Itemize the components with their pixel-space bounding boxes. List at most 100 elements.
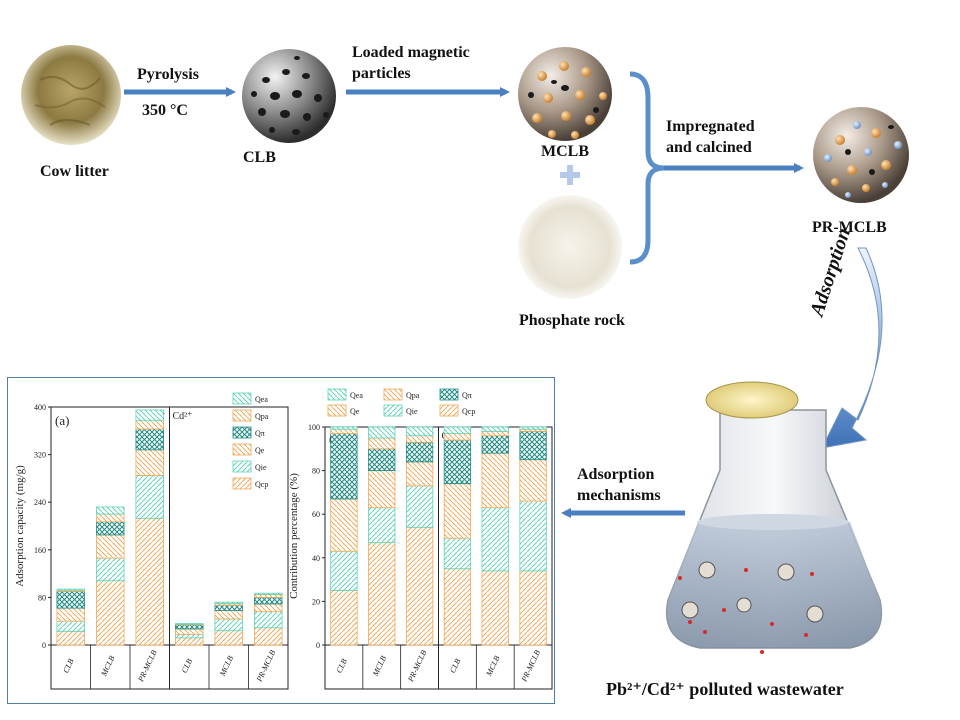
bar-segment (481, 435, 509, 454)
y-tick-label: 80 (312, 467, 320, 476)
bar-segment (481, 452, 509, 509)
bar-segment (56, 588, 85, 591)
bar-segment (96, 534, 125, 559)
bar-segment (519, 570, 547, 646)
bar-segment (443, 483, 472, 539)
legend-swatch (232, 443, 252, 456)
y-axis-label: Adsorption capacity (mg/g) (14, 465, 26, 587)
loaded-label-2: particles (352, 65, 411, 82)
bar-segment (481, 507, 509, 572)
y-tick-label: 240 (34, 498, 46, 507)
pr-mclb-label: PR-MCLB (812, 219, 887, 236)
group-label: Cd²⁺ (173, 411, 193, 422)
category-label: CLB (334, 657, 348, 674)
metal-ions (678, 568, 814, 654)
legend-label: Qe (350, 407, 360, 416)
legend-swatch (327, 404, 347, 417)
category-label: MCLB (217, 654, 235, 678)
category-label: CLB (180, 657, 194, 674)
y-tick-label: 160 (34, 546, 46, 555)
category-label: CLB (61, 657, 75, 674)
bar-segment (368, 426, 396, 439)
y-tick-label: 400 (34, 403, 46, 412)
temperature-label: 350 °C (142, 102, 188, 119)
clb-label: CLB (243, 149, 276, 166)
legend-label: Qie (406, 407, 418, 416)
bar-segment (405, 526, 434, 646)
bar-segment (96, 506, 125, 515)
bar-segment (135, 409, 164, 422)
legend-label: Qcp (255, 480, 268, 489)
legend-swatch (383, 388, 403, 401)
bar-segment (405, 441, 434, 463)
bar-segment (254, 611, 283, 629)
mechanisms-label-2: mechanisms (577, 487, 661, 504)
bar-segment (443, 537, 472, 570)
bar-segment (214, 610, 243, 620)
bar-segment (56, 591, 85, 609)
bar-segment (214, 604, 243, 611)
bar-segment (214, 601, 243, 604)
bar-segment (368, 470, 396, 509)
bar-segment (254, 592, 283, 595)
legend-swatch (232, 477, 252, 490)
bar-segment (443, 568, 472, 646)
bar-segment (135, 475, 164, 519)
legend-label: Qe (255, 446, 265, 455)
pyrolysis-label: Pyrolysis (137, 66, 199, 83)
legend-label: Qea (350, 391, 363, 400)
bar-segment (519, 459, 547, 502)
bar-segment (443, 433, 472, 441)
legend-swatch (439, 404, 459, 417)
bar-segment (254, 627, 283, 646)
bar-segment (254, 594, 283, 598)
bar-segment (135, 420, 164, 430)
bar-segment (405, 426, 434, 437)
legend-label: Qπ (462, 391, 472, 400)
adsorption-arrow (821, 247, 883, 449)
bar-segment (481, 430, 509, 437)
bar-segment (368, 448, 396, 472)
flask (666, 381, 883, 654)
legend-swatch (232, 426, 252, 439)
bar-segment (56, 630, 85, 646)
category-label: PR-MCLB (519, 649, 542, 684)
bar-segment (330, 433, 358, 500)
legend-swatch (439, 388, 459, 401)
category-label: PR-MCLB (136, 649, 159, 684)
bar-segment (443, 426, 472, 434)
category-label: MCLB (370, 654, 388, 678)
chart-panel-frame (7, 377, 555, 704)
bar-segment (56, 607, 85, 622)
y-tick-label: 60 (312, 510, 320, 519)
bar-segment (96, 557, 125, 582)
bar-segment (405, 485, 434, 528)
y-tick-label: 320 (34, 451, 46, 460)
legend-swatch (232, 460, 252, 473)
y-tick-label: 100 (308, 423, 320, 432)
bar-segment (330, 426, 358, 430)
y-axis-label: Contribution percentage (%) (288, 473, 300, 599)
legend-swatch (232, 409, 252, 422)
bar-segment (368, 507, 396, 543)
bracket (629, 71, 665, 265)
y-tick-label: 0 (316, 641, 320, 650)
legend-swatch (232, 392, 252, 405)
legend-label: Qie (255, 463, 267, 472)
bar-segment (96, 521, 125, 536)
cow-litter-label: Cow litter (40, 163, 109, 180)
legend-label: Qpa (255, 412, 269, 421)
impregnated-label-1: Impregnated (666, 118, 755, 135)
category-label: PR-MCLB (254, 649, 277, 684)
mechanisms-label-1: Adsorption (577, 466, 655, 483)
bar-segment (175, 623, 204, 625)
panel-label: (a) (55, 413, 69, 428)
bar-segment (330, 498, 358, 552)
category-label: MCLB (99, 654, 117, 678)
plus-sign (560, 165, 580, 185)
category-label: MCLB (484, 654, 502, 678)
bar-segment (481, 426, 509, 432)
category-label: PR-MCLB (406, 649, 429, 684)
